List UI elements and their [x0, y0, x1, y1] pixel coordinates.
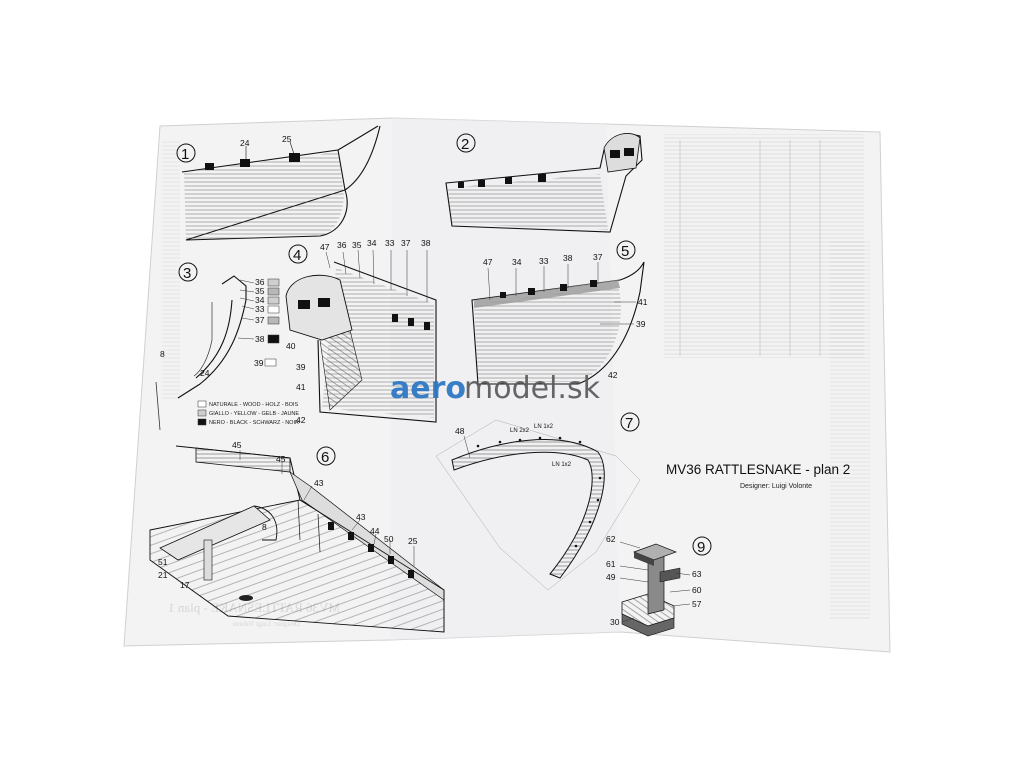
- gun-ports: [328, 522, 414, 578]
- designer-credit: Designer: Luigi Volonte: [740, 483, 812, 490]
- label-ln-2x2: LN 2x2: [510, 428, 530, 434]
- label-8: 8: [160, 349, 165, 359]
- label-63: 63: [692, 569, 702, 579]
- label-24b: 24: [200, 368, 210, 378]
- figure-9-number: 9: [697, 539, 705, 556]
- color-legend: NATURALE - WOOD - HOLZ - BOIS GIALLO - Y…: [197, 400, 299, 426]
- watermark-logo: aero model.sk: [390, 371, 601, 406]
- label-21: 21: [158, 570, 168, 580]
- label-44: 44: [370, 526, 380, 536]
- label-43b: 43: [356, 512, 366, 522]
- figure-7-number: 7: [625, 415, 633, 432]
- label-37: 37: [401, 238, 411, 248]
- figure-6-number: 6: [321, 449, 329, 466]
- figure-5-bow-view: 5 47 34 33 38 37 41 39 42: [471, 240, 648, 385]
- figure-6-deck-detail: 6 45 45 43 8 43 44: [149, 440, 445, 633]
- label-8: 8: [262, 522, 267, 532]
- label-25: 25: [408, 536, 418, 546]
- legend-swatch-yellow: [197, 409, 207, 417]
- stern-windows: [205, 153, 300, 170]
- label-39: 39: [296, 362, 306, 372]
- label-49: 49: [606, 572, 616, 582]
- legend-natural: NATURALE - WOOD - HOLZ - BOIS: [209, 402, 298, 408]
- figure-2-stern-view: 2: [445, 133, 643, 233]
- legend-swatch-black: [197, 418, 207, 426]
- label-43: 43: [314, 478, 324, 488]
- label-41: 41: [638, 297, 648, 307]
- watermark-part-a: aero: [390, 371, 466, 406]
- label-24: 24: [240, 138, 250, 148]
- label-45: 45: [232, 440, 242, 450]
- figure-1-number: 1: [181, 146, 189, 163]
- figure-9-bitt-detail: 9 62 61 49 63 60 57 30: [606, 534, 712, 637]
- label-48: 48: [455, 426, 465, 436]
- label-34: 34: [255, 295, 265, 305]
- label-ln-1x2-b: LN 1x2: [552, 462, 572, 468]
- label-38: 38: [255, 334, 265, 344]
- label-17: 17: [180, 580, 190, 590]
- label-38: 38: [421, 238, 431, 248]
- label-34: 34: [367, 238, 377, 248]
- legend-black: NERO - BLACK - SCHWARZ - NOIR: [209, 420, 299, 426]
- label-36: 36: [255, 277, 265, 287]
- figure-4-number: 4: [293, 247, 301, 264]
- figure-7-stem-frame: 7 48 LN 2x2 LN 1x2 LN 1x2: [435, 412, 641, 591]
- label-61: 61: [606, 559, 616, 569]
- plan-title: MV36 RATTLESNAKE - plan 2: [666, 462, 850, 477]
- figure-1-stern-side: 1 24 25: [176, 125, 381, 241]
- label-42: 42: [296, 415, 306, 425]
- legend-swatch-natural: [197, 400, 207, 408]
- figure-5-number: 5: [621, 243, 629, 260]
- figure-2-number: 2: [461, 136, 469, 153]
- label-25: 25: [282, 134, 292, 144]
- label-39: 39: [636, 319, 646, 329]
- figure-3-stern-profile: 3 36 35 34 33 37 38 39 8 24: [155, 262, 299, 431]
- label-36: 36: [337, 240, 347, 250]
- label-47: 47: [320, 242, 330, 252]
- label-30: 30: [610, 617, 620, 627]
- label-45b: 45: [276, 454, 286, 464]
- label-33: 33: [255, 304, 265, 314]
- label-39: 39: [254, 358, 264, 368]
- label-ln-1x2: LN 1x2: [534, 424, 554, 430]
- label-35: 35: [352, 240, 362, 250]
- label-60: 60: [692, 585, 702, 595]
- label-33: 33: [385, 238, 395, 248]
- watermark-part-b: model.sk: [464, 371, 601, 406]
- label-50: 50: [384, 534, 394, 544]
- label-47: 47: [483, 257, 493, 267]
- label-41: 41: [296, 382, 306, 392]
- figure-3-number: 3: [183, 265, 191, 282]
- label-33: 33: [539, 256, 549, 266]
- color-swatches: [264, 278, 280, 367]
- label-42: 42: [608, 370, 618, 380]
- label-51: 51: [158, 557, 168, 567]
- parts-table: [664, 134, 864, 358]
- label-57: 57: [692, 599, 702, 609]
- label-40: 40: [286, 341, 296, 351]
- label-37: 37: [593, 252, 603, 262]
- label-62: 62: [606, 534, 616, 544]
- label-37: 37: [255, 315, 265, 325]
- label-38: 38: [563, 253, 573, 263]
- label-35: 35: [255, 286, 265, 296]
- figure-4-stern-isometric: 4 47 36 35 34 33 37 38 40 39 41 42: [285, 238, 437, 425]
- label-34: 34: [512, 257, 522, 267]
- ghost-designer: Designer: Luigi Volonte: [233, 620, 300, 628]
- legend-yellow: GIALLO - YELLOW - GELB - JAUNE: [209, 411, 299, 417]
